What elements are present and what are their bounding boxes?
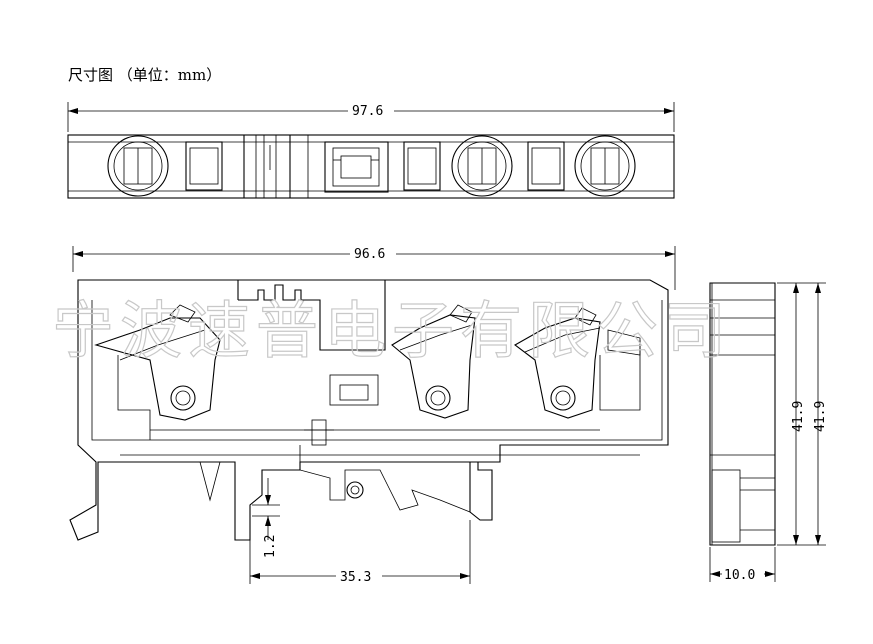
dim-front-length: 96.6 <box>354 247 385 262</box>
dim-foot-height: 1.2 <box>263 535 278 558</box>
top-view: 97.6 <box>67 102 675 199</box>
drawing-title: 尺寸图 （单位：mm） <box>68 66 221 84</box>
dim-side-height-a: 41.9 <box>791 401 806 432</box>
side-view: 41.9 41.9 10.0 <box>709 282 828 583</box>
dim-top-length: 97.6 <box>352 104 383 119</box>
dim-side-width: 10.0 <box>724 568 755 583</box>
watermark-text: 宁波速普电子有限公司 <box>52 294 732 367</box>
dim-side-height-b: 41.9 <box>813 401 828 432</box>
front-view: 96.6 <box>69 246 676 585</box>
dim-foot-spacing: 35.3 <box>340 570 371 585</box>
